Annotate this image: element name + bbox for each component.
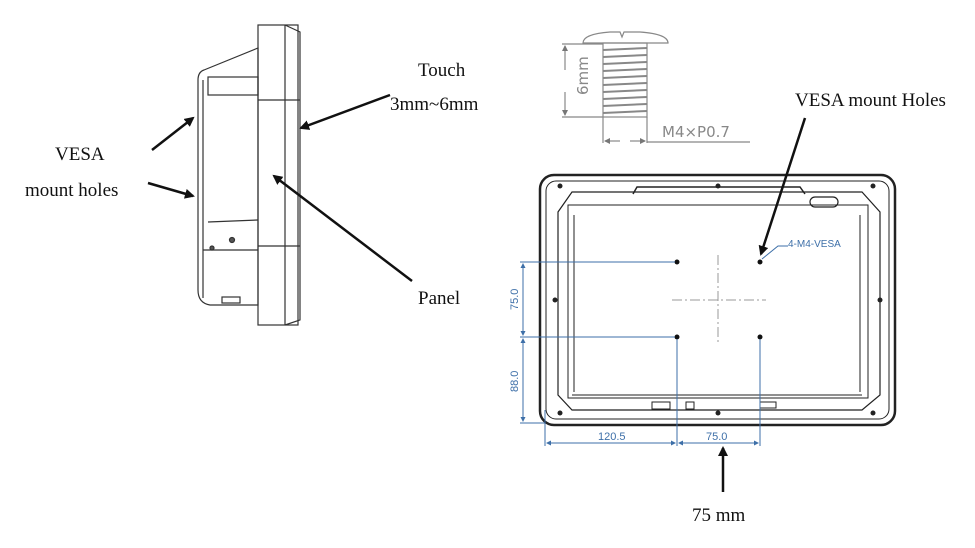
- hole-callout: 4-M4-VESA: [788, 239, 841, 250]
- screw-spec-label: M4×P0.7: [662, 123, 730, 141]
- vesa-hole: [757, 259, 763, 265]
- vesa-holes: [674, 259, 763, 340]
- dim-vertical-bottom: 88.0: [509, 371, 521, 392]
- back-view-drawing: [538, 173, 897, 427]
- crosshair: [672, 255, 766, 345]
- dim-vertical-top: 75.0: [509, 289, 521, 310]
- dimension-lines: [520, 245, 788, 446]
- side-view-arrows: [147, 93, 413, 282]
- vesa-hole: [757, 334, 763, 340]
- side-view-drawing: [197, 24, 301, 326]
- panel-label: Panel: [418, 288, 460, 309]
- back-view-arrows: [718, 117, 807, 492]
- vesa-hole: [674, 334, 680, 340]
- vesa-mount-holes-label: VESA mount Holes: [795, 90, 946, 111]
- touch-label: Touch: [418, 60, 466, 81]
- screw-length-label: 6mm: [574, 56, 592, 95]
- screw-drawing: [562, 31, 750, 144]
- dim-horizontal-left: 120.5: [598, 431, 626, 443]
- vesa-holes-label-line2: mount holes: [25, 180, 118, 201]
- spacing-label: 75 mm: [692, 505, 746, 526]
- dim-horizontal-right: 75.0: [706, 431, 727, 443]
- vesa-hole: [674, 259, 680, 265]
- touch-range-label: 3mm~6mm: [390, 94, 479, 115]
- vesa-holes-label-line1: VESA: [55, 144, 105, 165]
